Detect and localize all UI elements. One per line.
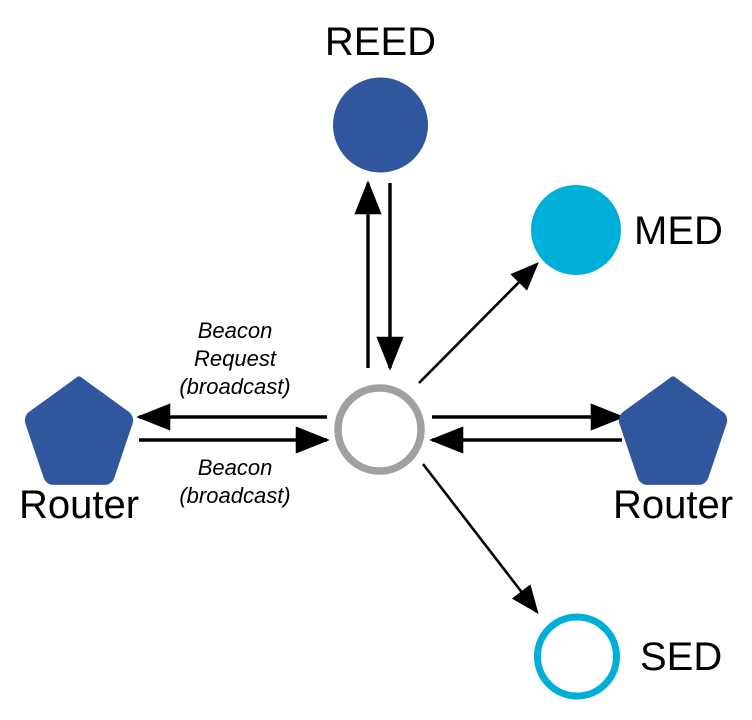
link-center-to-sed	[421, 463, 539, 615]
arrow-center-to-med	[418, 262, 539, 384]
center-circle-icon	[334, 384, 425, 475]
node-label-reed: REED	[325, 20, 436, 64]
node-center[interactable]	[334, 384, 425, 475]
sed-circle-icon	[534, 613, 620, 700]
node-label-med: MED	[634, 209, 723, 253]
node-label-router-right: Router	[613, 483, 733, 527]
node-reed[interactable]: REED	[325, 20, 436, 173]
annotation-beacon-request-line-3: (broadcast)	[179, 374, 290, 399]
annotation-beacon: Beacon (broadcast)	[179, 455, 290, 508]
reed-circle-icon	[333, 77, 428, 173]
arrow-center-to-sed	[421, 463, 539, 615]
node-label-router-left: Router	[19, 483, 139, 527]
router-right-pentagon-icon	[618, 376, 728, 485]
node-label-sed: SED	[640, 635, 722, 679]
annotation-beacon-line-2: (broadcast)	[179, 483, 290, 508]
node-router-left[interactable]: Router	[19, 376, 139, 527]
annotation-beacon-line-1: Beacon	[198, 455, 273, 480]
link-center-to-med	[418, 262, 539, 384]
annotation-beacon-request: Beacon Request (broadcast)	[179, 318, 290, 399]
node-router-right[interactable]: Router	[613, 376, 733, 527]
node-sed[interactable]: SED	[534, 613, 723, 700]
annotation-beacon-request-line-2: Request	[194, 346, 277, 371]
annotation-beacon-request-line-1: Beacon	[198, 318, 273, 343]
med-circle-icon	[531, 185, 621, 275]
router-left-pentagon-icon	[24, 376, 134, 485]
node-med[interactable]: MED	[531, 185, 723, 275]
